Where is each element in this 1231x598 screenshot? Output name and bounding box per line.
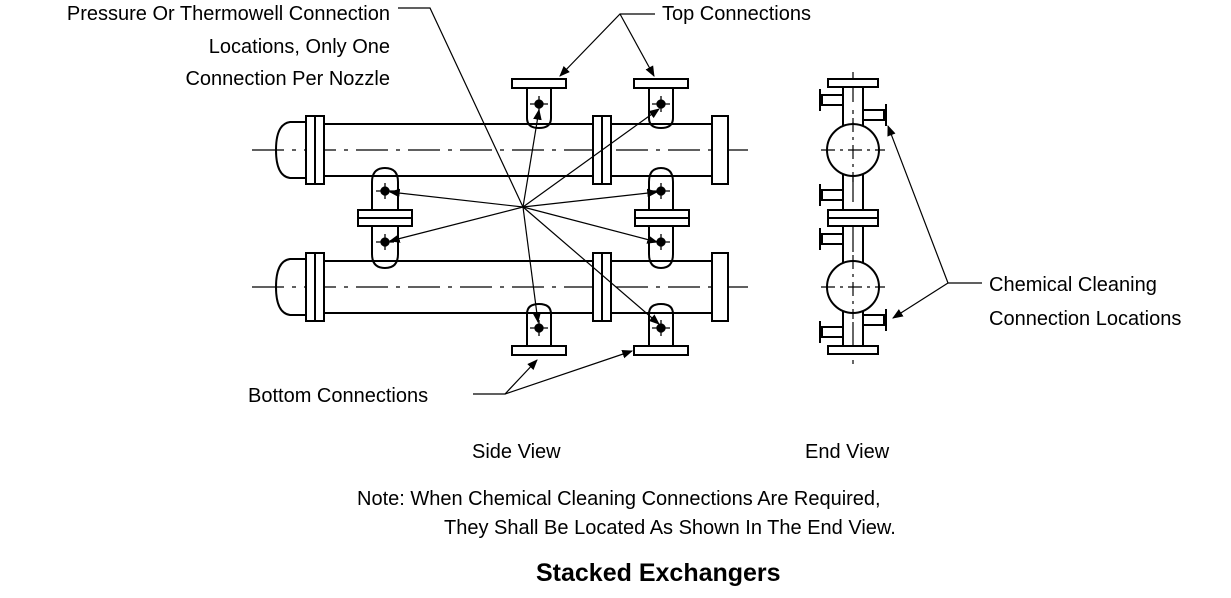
lower-flange-right xyxy=(711,252,729,322)
end-view-mid-flange-lower xyxy=(827,217,879,227)
connection-marker-top-right xyxy=(652,96,670,112)
end-view-bottom-flange xyxy=(827,345,879,355)
chemical-cleaning-label-line2: Connection Locations xyxy=(989,308,1182,330)
bottom-nozzle-right xyxy=(633,302,689,356)
pressure-leader-top-left xyxy=(522,108,542,208)
end-view-stub-right-1 xyxy=(862,104,887,126)
note-line2: They Shall Be Located As Shown In The En… xyxy=(444,517,896,539)
chem-leader-lower xyxy=(892,282,949,319)
pressure-leader-stack-right-lower xyxy=(522,206,659,244)
pressure-leader-bottom-right xyxy=(522,206,660,325)
end-view xyxy=(819,72,887,372)
side-view xyxy=(252,78,748,356)
bottom-leader-elbow xyxy=(473,359,538,395)
end-view-stub-left-2 xyxy=(819,184,844,206)
diagram-title: Stacked Exchangers xyxy=(536,559,781,587)
end-view-stub-left-1 xyxy=(819,89,844,111)
upper-flange-right xyxy=(711,115,729,185)
bottom-leader-right xyxy=(504,350,634,395)
connection-marker-bottom-right xyxy=(652,320,670,336)
connection-marker-bottom-left xyxy=(530,320,548,336)
pressure-label-line2: Locations, Only One xyxy=(208,36,390,58)
top-nozzle-left xyxy=(511,78,567,130)
pressure-label-line3: Connection Per Nozzle xyxy=(185,68,390,90)
pressure-leader-main xyxy=(398,7,524,208)
side-view-caption: Side View xyxy=(472,441,561,463)
connection-marker-stack-right-upper xyxy=(652,183,670,199)
pressure-leader-stack-left-upper xyxy=(388,188,524,208)
top-leader-right xyxy=(619,13,655,77)
leader-lines xyxy=(388,7,982,395)
note-line1: Note: When Chemical Cleaning Connections… xyxy=(357,488,881,510)
end-view-stub-left-3 xyxy=(819,228,844,250)
bottom-nozzle-left xyxy=(511,302,567,356)
top-leader-elbow xyxy=(559,13,655,77)
connection-markers xyxy=(376,96,670,336)
pressure-label-line1: Pressure Or Thermowell Connection xyxy=(66,3,390,25)
upper-channel-head xyxy=(274,121,306,179)
pressure-leader-stack-left-lower xyxy=(388,206,524,243)
chem-leader-elbow xyxy=(887,124,982,284)
end-view-mid-flange-upper xyxy=(827,209,879,219)
bottom-connections-label: Bottom Connections xyxy=(248,385,429,407)
pressure-leader-stack-right-upper xyxy=(522,188,659,208)
end-view-top-flange xyxy=(827,78,879,88)
end-view-stub-left-4 xyxy=(819,321,844,343)
pressure-leader-top-right xyxy=(522,108,660,208)
connection-marker-stack-left-lower xyxy=(376,234,394,250)
stack-nozzle-right xyxy=(634,166,690,270)
lower-shell xyxy=(274,252,729,322)
connection-marker-stack-left-upper xyxy=(376,183,394,199)
chemical-cleaning-label-line1: Chemical Cleaning xyxy=(989,274,1157,296)
end-view-stub-right-2 xyxy=(862,309,887,331)
pressure-leader-bottom-left xyxy=(522,206,542,324)
top-nozzle-right xyxy=(633,78,689,130)
connection-marker-top-left xyxy=(530,96,548,112)
end-view-caption: End View xyxy=(805,441,890,463)
top-connections-label: Top Connections xyxy=(662,3,811,25)
stack-nozzle-left xyxy=(357,166,413,270)
lower-channel-head xyxy=(274,258,306,316)
